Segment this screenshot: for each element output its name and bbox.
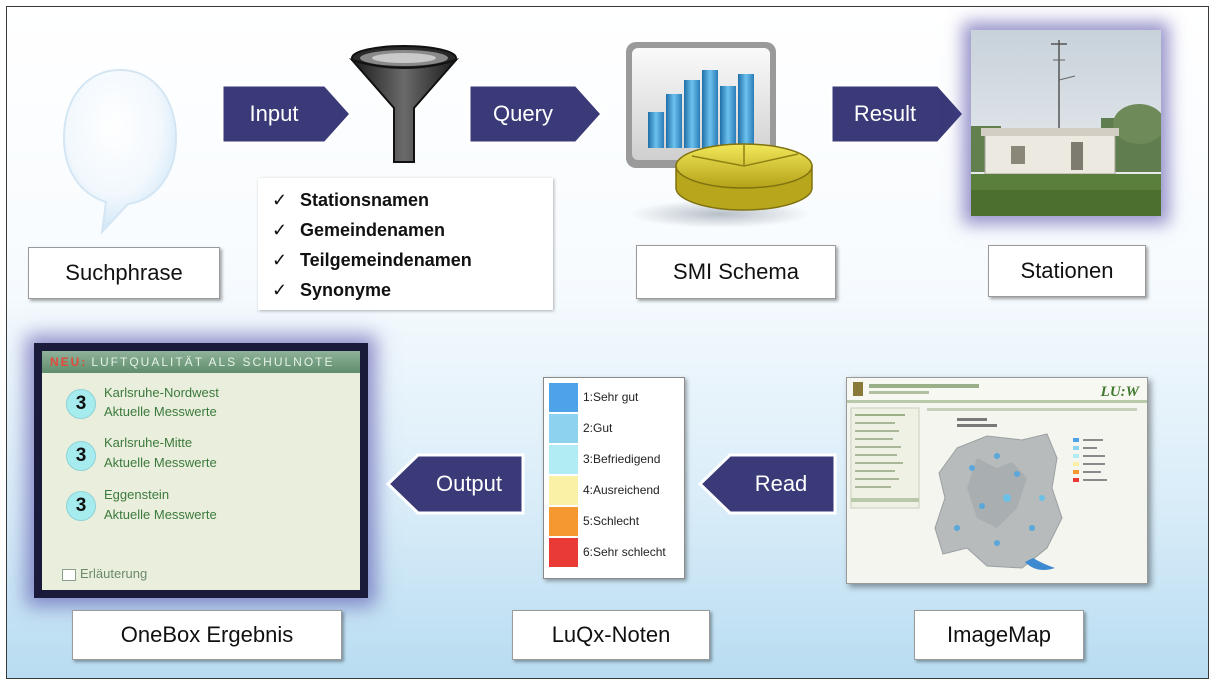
check-icon: ✓ [272,220,288,240]
check-item: ✓Gemeindenamen [272,220,446,240]
legend-row: 4:Ausreichend [549,476,681,505]
onebox-ergebnis-label: OneBox Ergebnis [72,610,342,660]
luqx-noten-label: LuQx-Noten [512,610,710,660]
station-measurements-link[interactable]: Aktuelle Messwerte [104,404,217,419]
read-arrow: Read [696,452,838,516]
station-photo [971,30,1161,216]
legend-row: 1:Sehr gut [549,383,681,412]
map-thumbnail: LU:W [846,377,1148,584]
legend-label: 5:Schlecht [583,514,640,528]
onebox-header: NEU:LUFTQUALITÄT ALS SCHULNOTE [42,351,360,373]
legend-row: 5:Schlecht [549,507,681,536]
funnel-icon [348,45,460,163]
luqx-legend: 1:Sehr gut 2:Gut 3:Befriedigend 4:Ausrei… [543,377,685,579]
speech-bubble-icon [62,68,178,235]
onebox-header-title: LUFTQUALITÄT ALS SCHULNOTE [91,355,335,369]
check-item: ✓Synonyme [272,280,392,300]
map-logo: LU:W [1100,384,1141,400]
legend-swatch [549,383,578,412]
output-arrow: Output [384,452,526,516]
legend-swatch [549,507,578,536]
station-measurements-link[interactable]: Aktuelle Messwerte [104,455,217,470]
legend-label: 4:Ausreichend [583,483,660,497]
smi-schema-label: SMI Schema [636,245,836,299]
input-arrow-label: Input [249,101,299,126]
legend-label: 2:Gut [583,421,613,435]
info-icon [62,569,76,581]
legend-label: 6:Sehr schlecht [583,545,666,559]
grade-badge: 3 [66,441,96,471]
station-measurements-link[interactable]: Aktuelle Messwerte [104,507,217,522]
stationen-label: Stationen [988,245,1146,297]
legend-row: 3:Befriedigend [549,445,681,474]
onebox-panel: NEU:LUFTQUALITÄT ALS SCHULNOTE 3 Karlsru… [34,343,368,598]
legend-label: 3:Befriedigend [583,452,661,466]
query-arrow-label: Query [493,101,553,126]
legend-swatch [549,414,578,443]
query-arrow: Query [466,82,606,146]
legend-swatch [549,445,578,474]
check-icon: ✓ [272,250,288,270]
station-name-link[interactable]: Karlsruhe-Nordwest [104,385,219,400]
input-arrow: Input [219,82,355,146]
grade-badge: 3 [66,491,96,521]
station-name-link[interactable]: Eggenstein [104,487,170,502]
suchphrase-label: Suchphrase [28,247,220,299]
explanation-link[interactable]: Erläuterung [80,566,148,581]
check-icon: ✓ [272,280,288,300]
new-badge: NEU: [50,355,88,369]
grade-badge: 3 [66,389,96,419]
check-item: ✓Stationsnamen [272,190,430,210]
station-name-link[interactable]: Karlsruhe-Mitte [104,435,193,450]
read-arrow-label: Read [754,471,808,496]
output-arrow-label: Output [435,471,503,496]
check-icon: ✓ [272,190,288,210]
database-chart-icon [626,42,813,228]
legend-row: 2:Gut [549,414,681,443]
legend-label: 1:Sehr gut [583,390,639,404]
filter-checklist: ✓Stationsnamen ✓Gemeindenamen ✓Teilgemei… [258,178,553,310]
onebox-content: NEU:LUFTQUALITÄT ALS SCHULNOTE 3 Karlsru… [42,351,360,590]
result-arrow-label: Result [853,101,917,126]
legend-row: 6:Sehr schlecht [549,538,681,567]
legend-swatch [549,476,578,505]
legend-swatch [549,538,578,567]
imagemap-label: ImageMap [914,610,1084,660]
check-item: ✓Teilgemeindenamen [272,250,472,270]
result-arrow: Result [828,82,968,146]
